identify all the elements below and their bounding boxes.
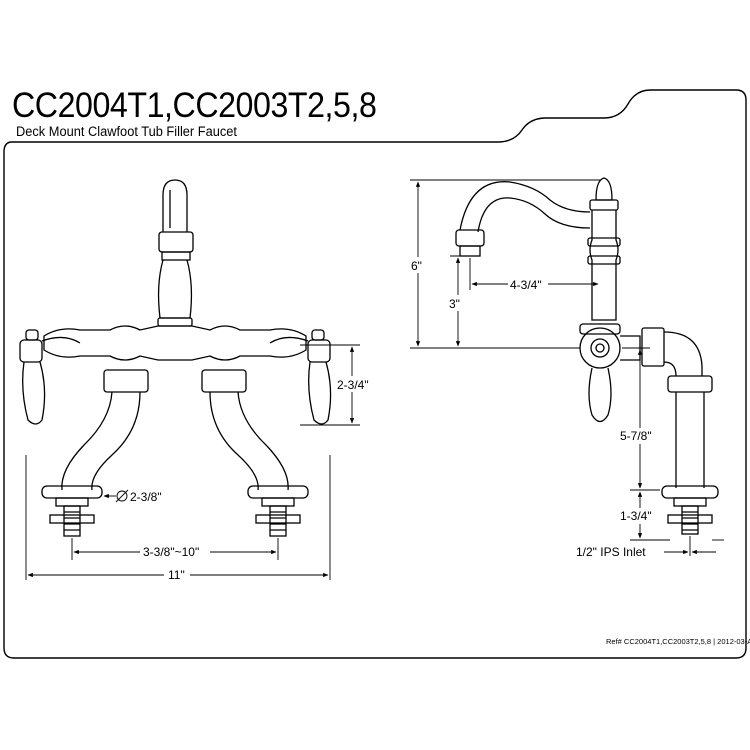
side-view-faucet <box>455 177 719 535</box>
front-view-labels: 2-3/4" 2-3/8" 3-3/8"~10" 11" <box>130 376 375 582</box>
reference-number: Ref# CC2004T1,CC2003T2,5,8 | 2012-03-A <box>606 637 750 646</box>
frame-outline <box>3 89 747 659</box>
overall-height-label: 6" <box>411 259 422 273</box>
side-view-labels: 6" 3" 4-3/4" 5-7/8" 1-3/4" 1/2" IPS Inle… <box>408 257 662 559</box>
diameter-label: 2-3/8" <box>130 490 162 504</box>
spout-reach-label: 4-3/4" <box>510 278 542 292</box>
page-subtitle: Deck Mount Clawfoot Tub Filler Faucet <box>16 124 237 139</box>
page-title: CC2004T1,CC2003T2,5,8 <box>12 86 377 125</box>
center-spread-label: 3-3/8"~10" <box>143 545 199 559</box>
side-view-dimension-lines <box>410 179 724 556</box>
spout-height-label: 3" <box>449 297 460 311</box>
shank-label: 1-3/4" <box>620 509 652 523</box>
handle-height-label: 2-3/4" <box>337 378 369 392</box>
overall-width-label: 11" <box>168 568 185 582</box>
front-view-faucet <box>19 179 332 537</box>
body-height-label: 5-7/8" <box>620 429 652 443</box>
inlet-label: 1/2" IPS Inlet <box>576 545 646 559</box>
